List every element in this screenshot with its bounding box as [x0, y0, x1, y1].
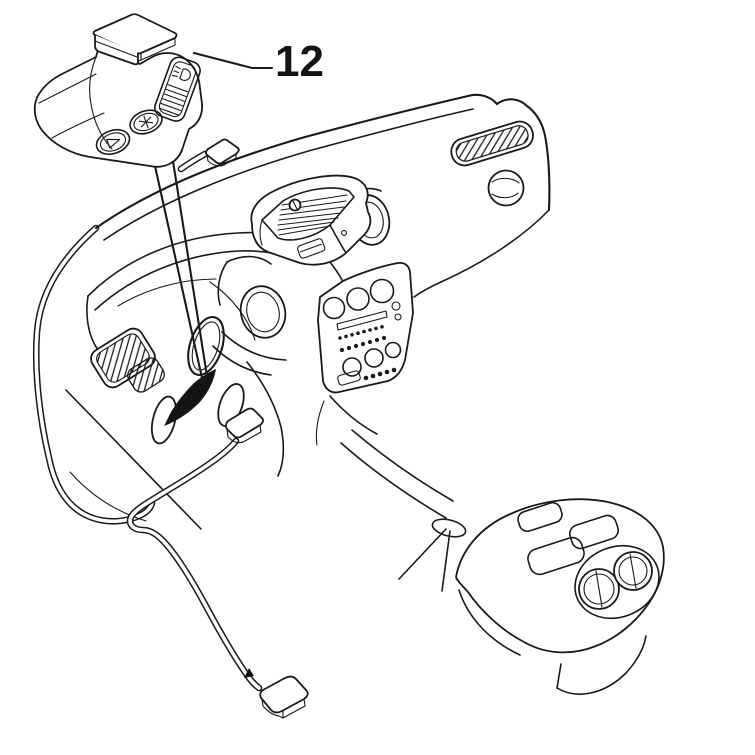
lower-button-row [363, 367, 397, 381]
radio-button-row [338, 325, 384, 340]
cluster-hood-left [86, 295, 99, 351]
console-left-edge [458, 589, 521, 656]
left-round-vent [239, 285, 287, 339]
switch-arm-ridge [38, 73, 97, 104]
speaker-unit-body [250, 174, 372, 266]
pointer-v-right [441, 530, 451, 592]
switch-arm-lower-ridge [51, 112, 105, 139]
radio-knob-small [391, 301, 401, 311]
console-front-left [556, 663, 562, 689]
callout-label[interactable]: 12 [275, 37, 324, 86]
center-stack-panel [317, 261, 414, 394]
harness-connector-upper [225, 407, 264, 444]
dash-top-connector [177, 138, 240, 173]
switch-connector-block [92, 13, 178, 66]
harness-cable [126, 437, 263, 692]
dash-inner-edge [246, 361, 285, 477]
panel-lower-trim [329, 395, 378, 435]
speaker-dial-needle [292, 200, 298, 210]
triangle-outline-icon [106, 138, 121, 149]
console-front-bottom [556, 672, 627, 695]
dash-left-edge-inner [34, 226, 154, 524]
panel-lower-trim-left [315, 400, 325, 446]
wiring-harness [126, 407, 309, 719]
switch-button-left[interactable] [93, 125, 133, 158]
dash-surface-curve-2 [209, 281, 256, 341]
tunnel-edge-upper [351, 429, 454, 502]
tunnel-edge-lower [340, 442, 447, 519]
cluster-recess [117, 278, 217, 307]
console-bin-large [527, 536, 585, 576]
climate-knob-right [369, 278, 395, 304]
switch-body [33, 45, 203, 168]
dash-top-connector-depth [206, 153, 237, 167]
cupholder-right [613, 551, 653, 591]
speaker-front-recess [297, 238, 326, 259]
driver-vent-small [127, 357, 165, 393]
radio-slot [336, 310, 388, 331]
callout-leader-line [192, 51, 274, 70]
left-vent-pod-side [217, 261, 228, 306]
radio-knob-tiny [394, 313, 402, 321]
thumbwheel-ridges [158, 84, 189, 116]
column-oval [150, 395, 178, 445]
column-shroud-top [221, 331, 287, 361]
speaker-front-dot [341, 230, 347, 236]
shifter-opening [431, 518, 467, 538]
knee-bolster-edge [65, 389, 202, 530]
pointer-wedge-right [170, 153, 209, 378]
console-front-right [625, 635, 647, 674]
climate-knob-left [322, 296, 346, 320]
black-arrow-icon [164, 369, 216, 426]
pointer-v-left [398, 528, 447, 580]
speaker-top-face [261, 187, 355, 241]
dash-right-cap [466, 93, 551, 212]
speaker-left-face [259, 219, 263, 246]
lower-knob-right [384, 341, 402, 359]
panel-switch-slot [337, 370, 361, 386]
climate-knob-center [346, 287, 370, 311]
console-bin-right [569, 514, 619, 550]
callout: 12 [192, 37, 324, 86]
center-console [455, 498, 665, 695]
center-panel-outline [317, 261, 414, 394]
harness-connector-lower [259, 675, 309, 719]
switch-button-right[interactable] [127, 106, 166, 138]
cupholder-left [578, 568, 620, 610]
dash-top-edge [94, 94, 470, 230]
lower-knob-left [342, 357, 362, 377]
console-bin-small [517, 501, 563, 533]
dash-top-speaker-unit [250, 174, 372, 266]
cable-barb [244, 668, 254, 678]
dash-top-seam [103, 108, 474, 241]
cupholder-rim [574, 544, 660, 620]
dashboard-drawing [32, 93, 665, 695]
round-vent-louver-top [491, 177, 520, 184]
lower-knob-center [364, 348, 384, 368]
round-vent-louver-bottom [491, 192, 519, 199]
mounting-location [151, 153, 225, 426]
radio-button-row-2 [339, 335, 387, 353]
pointer-wedge-left [151, 155, 204, 380]
dash-lower-right-edge [413, 209, 550, 298]
knee-bolster-lower [69, 471, 147, 522]
round-side-vent [487, 169, 525, 207]
side-demister-vent [450, 120, 534, 167]
switch-thumbwheel[interactable] [152, 55, 202, 124]
speaker-right-face [329, 224, 347, 254]
asterisk-icon [138, 115, 154, 129]
left-vent-pod-top [226, 255, 272, 265]
part-12-switch-unit[interactable] [33, 13, 203, 168]
headlight-beam-icon [171, 65, 191, 81]
